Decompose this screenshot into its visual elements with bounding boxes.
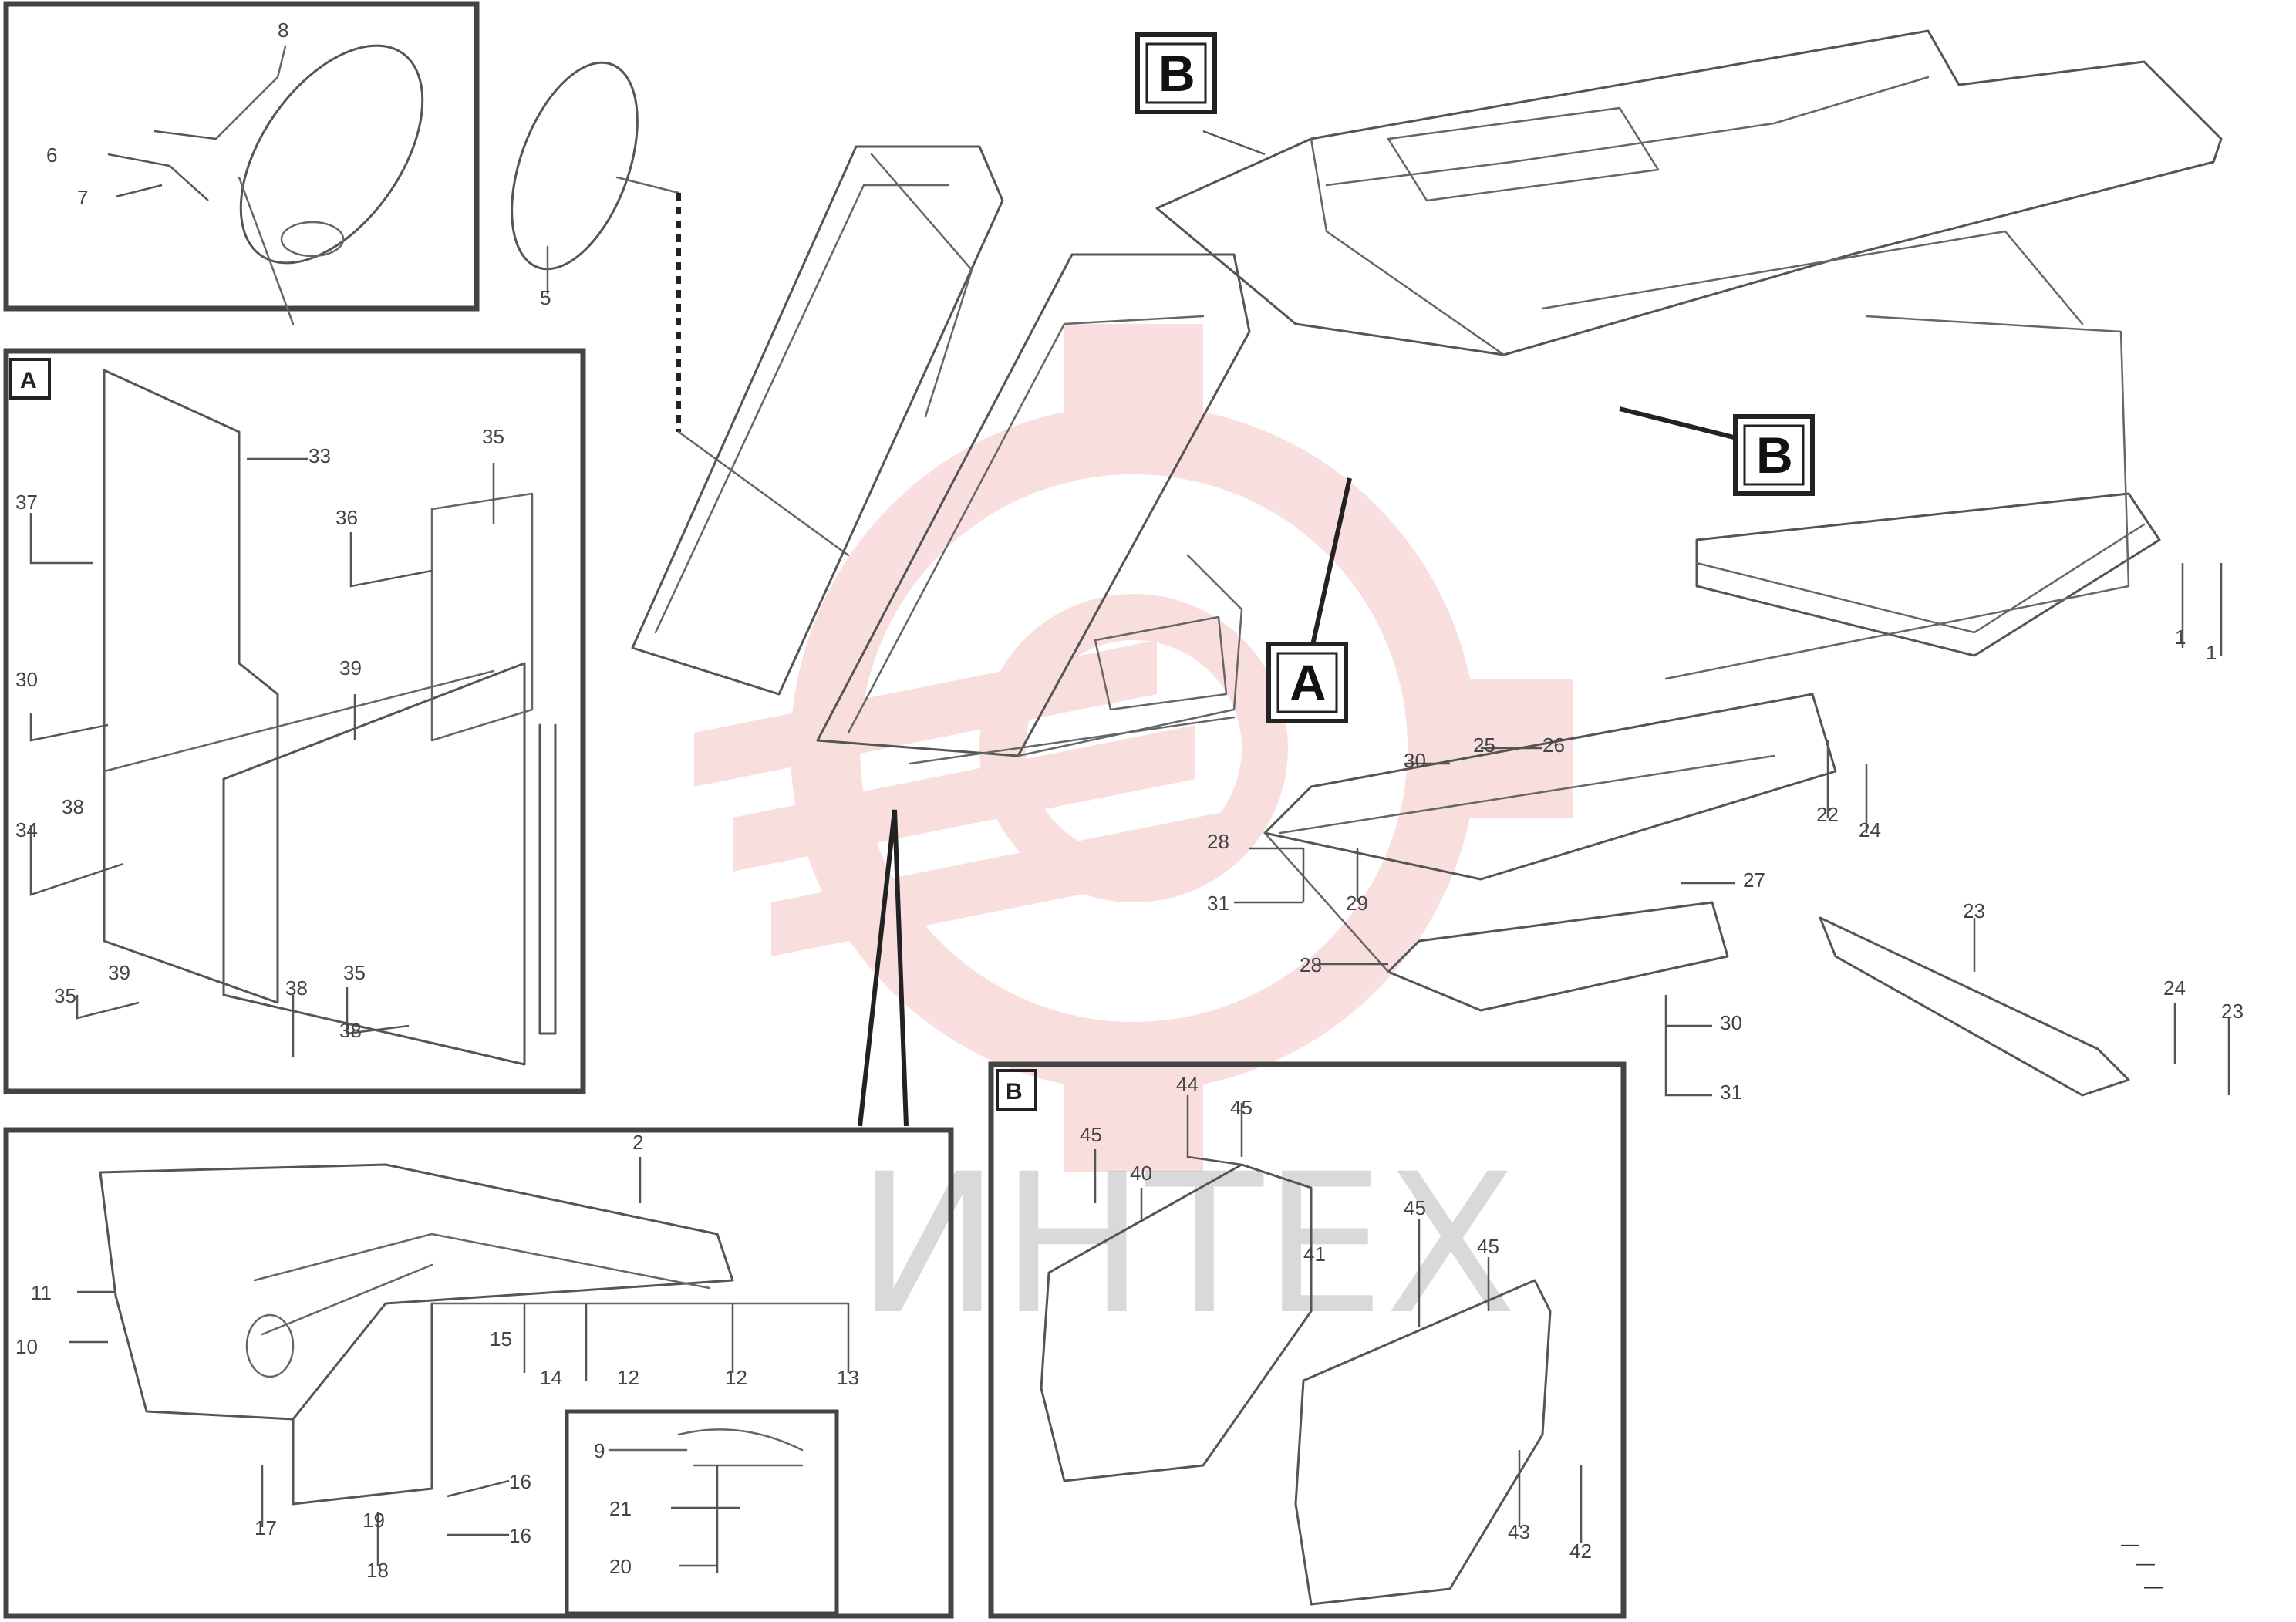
callout-label: 40 [1130, 1162, 1152, 1185]
callout-label: 29 [1346, 892, 1368, 915]
callout-label: 7 [77, 186, 88, 209]
callout-label: 30 [1404, 749, 1426, 772]
callout-label: 30 [15, 668, 38, 691]
callout-label: 39 [108, 961, 130, 984]
callout-label: 26 [1542, 733, 1565, 757]
callout-label: 27 [1743, 868, 1765, 892]
watermark-logo-icon [694, 324, 1573, 1172]
document-number: — [2144, 1576, 2163, 1597]
callout-label: 31 [1720, 1081, 1742, 1104]
callout-label: 6 [46, 143, 57, 167]
svg-text:A: A [1290, 654, 1327, 711]
callout-label: 1 [2206, 641, 2217, 664]
svg-text:B: B [1006, 1079, 1023, 1104]
callout-label: 45 [1080, 1123, 1102, 1146]
callout-label: 11 [31, 1281, 52, 1304]
main-assembly [511, 29, 2230, 1127]
callout-label: 8 [278, 19, 288, 42]
callout-label: 23 [1963, 899, 1985, 922]
callout-label: 14 [540, 1366, 562, 1389]
callout-label: 45 [1404, 1196, 1426, 1219]
document-footer: — — — [2121, 1534, 2163, 1597]
callout-label: 28 [1207, 830, 1229, 853]
callout-label: 35 [482, 425, 504, 448]
callout-label: 16 [509, 1524, 531, 1547]
callout-label: 24 [1859, 818, 1881, 841]
callout-label: 45 [1477, 1235, 1499, 1258]
svg-text:B: B [1158, 45, 1195, 102]
callout-label: 1 [2175, 626, 2186, 649]
inset-a-detail: A 33 37 35 36 30 39 34 38 35 39 38 35 38 [3, 348, 586, 1094]
callout-label: 19 [362, 1509, 385, 1532]
callout-label: 39 [339, 656, 362, 679]
callout-label: 2 [632, 1131, 643, 1154]
callout-label: 37 [15, 491, 38, 514]
callout-label: 10 [15, 1335, 38, 1358]
callout-label: 17 [255, 1516, 277, 1539]
footer-line-1: — [2121, 1534, 2139, 1555]
svg-text:B: B [1756, 427, 1793, 484]
callout-label: 34 [15, 818, 38, 841]
callout-label: 15 [490, 1327, 512, 1351]
callout-label: 44 [1176, 1073, 1199, 1096]
callout-label: 12 [617, 1366, 639, 1389]
callout-label: 38 [339, 1019, 362, 1042]
callout-label: 41 [1303, 1243, 1326, 1266]
reference-b-right: B [1733, 414, 1815, 496]
callout-label: 43 [1508, 1520, 1530, 1543]
callout-label: 45 [1230, 1096, 1253, 1119]
inset-fender-detail: 2 11 10 15 14 12 12 13 17 16 16 18 19 9 … [3, 1127, 954, 1619]
footer-line-2: — [2136, 1553, 2155, 1574]
callout-label: 36 [335, 506, 358, 529]
callout-label: 23 [2221, 1000, 2244, 1023]
callout-label: 25 [1473, 733, 1495, 757]
callout-label: 22 [1816, 803, 1839, 826]
callout-label: 28 [1300, 953, 1322, 976]
callout-label: 38 [285, 976, 308, 1000]
svg-text:A: A [20, 368, 37, 393]
callout-label: 9 [594, 1439, 605, 1462]
reference-b-top: B [1135, 32, 1217, 114]
callout-label: 16 [509, 1470, 531, 1493]
inset-mirror: 8 6 7 [3, 1, 480, 325]
callout-label: 21 [609, 1497, 632, 1520]
callout-label: 42 [1569, 1539, 1592, 1563]
callout-label: 13 [837, 1366, 859, 1389]
main-callouts: 5 28 31 29 30 25 26 27 28 30 31 1 1 22 2… [540, 286, 2244, 1104]
callout-label: 30 [1720, 1011, 1742, 1034]
callout-label: 35 [54, 984, 76, 1007]
callout-label: 12 [725, 1366, 747, 1389]
inset-b-detail: B 44 45 45 40 41 45 45 43 42 [988, 1061, 1627, 1619]
reference-a-main: A [1266, 642, 1348, 723]
callout-label: 18 [366, 1559, 389, 1582]
callout-label: 33 [308, 444, 331, 467]
callout-label: 31 [1207, 892, 1229, 915]
callout-label: 38 [62, 795, 84, 818]
callout-label: 20 [609, 1555, 632, 1578]
callout-label: 35 [343, 961, 366, 984]
watermark-text: ИНТЕХ [856, 1132, 1517, 1357]
callout-label: 5 [540, 286, 551, 309]
callout-label: 24 [2163, 976, 2186, 1000]
